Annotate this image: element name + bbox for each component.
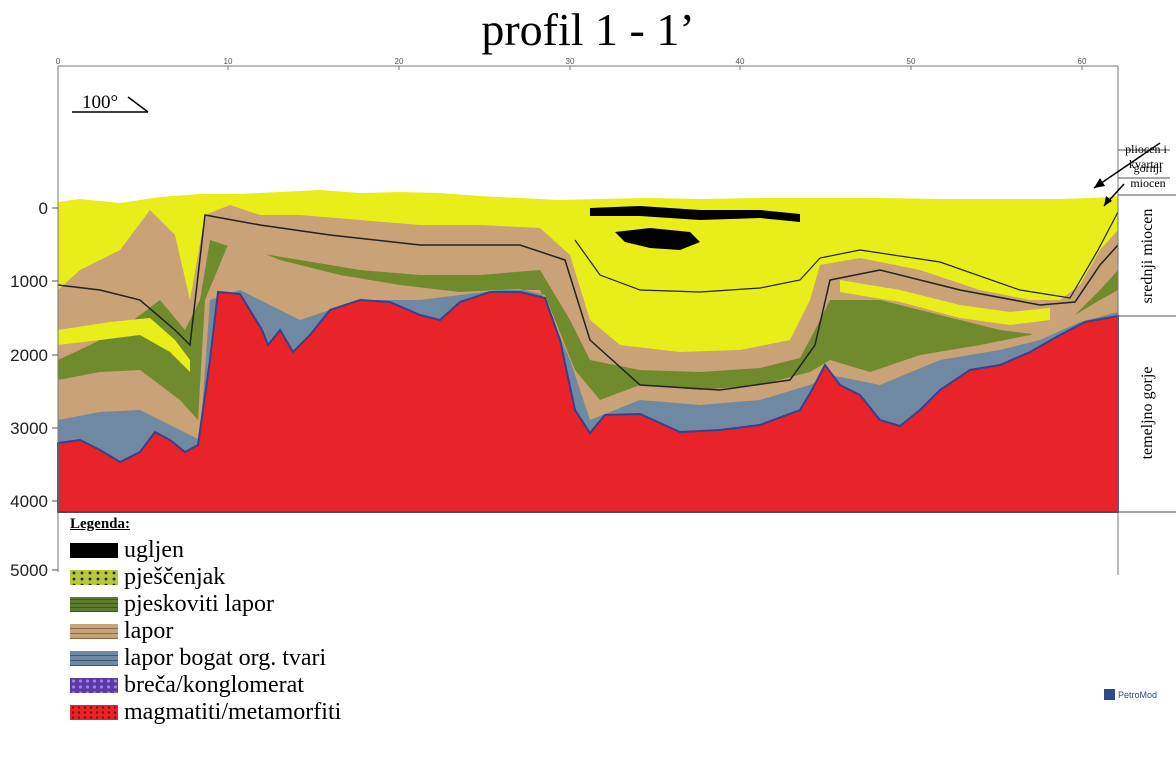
- legend-title: Legenda:: [70, 516, 130, 532]
- sand-streak-3: [840, 280, 1050, 325]
- coal-swatch: [70, 543, 118, 558]
- sand-streak-1: [58, 318, 190, 372]
- legend-label: magmatiti/metamorfiti: [124, 699, 342, 725]
- coal-seam-2: [615, 228, 700, 250]
- x-tick: 60: [1078, 57, 1087, 66]
- x-tick: 40: [736, 57, 745, 66]
- sandy-marl-swatch: [70, 597, 118, 612]
- legend-label: pješčenjak: [124, 564, 226, 590]
- section-body: [57, 190, 1119, 513]
- y-tick: 2000: [10, 346, 48, 365]
- legend-item-marl: lapor: [70, 618, 430, 645]
- petromod-label: PetroMod: [1118, 689, 1158, 700]
- legend-item-breccia: breča/konglomerat: [70, 672, 430, 699]
- legend-item-sandstone: pješčenjak: [70, 564, 430, 591]
- basement: [57, 290, 1119, 513]
- legend-item-organic-marl: lapor bogat org. tvari: [70, 645, 430, 672]
- x-tick: 50: [907, 57, 916, 66]
- legend-item-sandy-marl: pjeskoviti lapor: [70, 591, 430, 618]
- horizon-line-2: [574, 211, 1119, 299]
- organic-marl-swatch: [70, 651, 118, 666]
- y-tick: 0: [39, 199, 48, 218]
- profile-title: profil 1 - 1’: [481, 4, 695, 55]
- petromod-logo-icon: [1104, 689, 1115, 700]
- magmatic-swatch: [70, 705, 118, 720]
- petromod-watermark: PetroMod: [1104, 689, 1157, 700]
- y-tick: 4000: [10, 492, 48, 511]
- legend-item-magmatic: magmatiti/metamorfiti: [70, 699, 430, 726]
- legend-item-coal: ugljen: [70, 537, 430, 564]
- y-tick: 5000: [10, 561, 48, 580]
- unit-column: pliocen i kvartar gornji miocen srednji …: [1093, 142, 1176, 460]
- sandstone-swatch: [70, 570, 118, 585]
- unit-gornji-1: gornji: [1134, 161, 1163, 175]
- x-tick: 10: [224, 57, 233, 66]
- legend-label: ugljen: [124, 537, 184, 563]
- sand-streak-2: [590, 300, 800, 332]
- azimuth-label: 100°: [82, 92, 118, 113]
- unit-temeljno: temeljno gorje: [1139, 367, 1156, 460]
- marl-swatch: [70, 624, 118, 639]
- legend-label: breča/konglomerat: [124, 672, 304, 698]
- x-tick: 30: [566, 57, 575, 66]
- breccia-swatch: [70, 678, 118, 693]
- lower-marl-band: [58, 240, 1118, 440]
- y-axis: 0 1000 2000 3000 4000 5000: [10, 199, 58, 580]
- unit-srednji: srednji miocen: [1139, 209, 1156, 304]
- x-axis-top: 0 10 20 30 40 50 60: [56, 57, 1087, 70]
- horizon-line-1: [57, 214, 1119, 391]
- section-frame: [57, 65, 1176, 575]
- x-tick: 20: [395, 57, 404, 66]
- coal-seam-1: [590, 206, 800, 222]
- azimuth-indicator: 100°: [72, 92, 149, 113]
- y-tick: 3000: [10, 419, 48, 438]
- x-tick: 0: [56, 57, 61, 66]
- unit-plio-1: pliocen i: [1125, 142, 1167, 156]
- legend-label: pjeskoviti lapor: [124, 591, 274, 617]
- legend-label: lapor: [124, 618, 174, 644]
- unit-gornji-2: miocen: [1130, 176, 1165, 190]
- y-tick: 1000: [10, 272, 48, 291]
- legend: Legenda: ugljen pješčenjak pjeskoviti la…: [70, 516, 430, 726]
- legend-label: lapor bogat org. tvari: [124, 645, 327, 671]
- unit-plio-2: kvartar: [1129, 157, 1163, 171]
